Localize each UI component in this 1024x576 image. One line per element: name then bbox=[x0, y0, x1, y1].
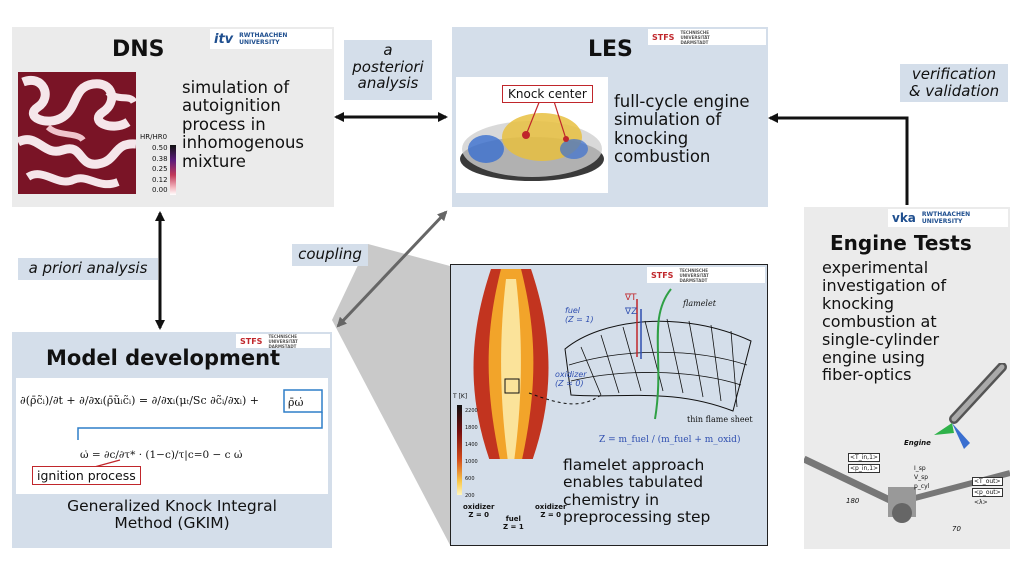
les-description: full-cycle engine simulation of knocking… bbox=[614, 92, 750, 167]
probe-pcyl: p_cyl bbox=[914, 483, 930, 490]
model-logo: STFS TECHNISCHE UNIVERSITÄT DARMSTADT bbox=[236, 333, 330, 349]
flamelet-curve-label: flamelet bbox=[683, 299, 716, 308]
dns-tick: 0.50 bbox=[152, 144, 168, 152]
dimension-180: 180 bbox=[846, 497, 860, 505]
coupling-wedge bbox=[332, 244, 450, 545]
dns-field-image bbox=[18, 72, 136, 194]
coupling-label: coupling bbox=[292, 244, 368, 266]
tud-logo-text: TECHNISCHE UNIVERSITÄT DARMSTADT bbox=[679, 267, 709, 283]
bottom-oxidizer-right: oxidizer Z = 0 bbox=[535, 503, 567, 520]
stfs-logo-text: STFS bbox=[651, 270, 674, 280]
probe-t-out: <T_out> bbox=[972, 477, 1003, 486]
temperature-colorbar-ticks: 2200 1800 1400 1000 600 200 bbox=[465, 403, 478, 505]
engine-label: Engine bbox=[904, 439, 931, 447]
arrow-engine-les bbox=[768, 113, 909, 205]
ignition-process-label: ignition process bbox=[32, 466, 141, 485]
flamelet-fuel-label: fuel (Z = 1) bbox=[565, 306, 594, 324]
probe-p-in: <p_in,1> bbox=[848, 464, 881, 473]
tud-logo-text: TECHNISCHE UNIVERSITÄT DARMSTADT bbox=[268, 333, 298, 349]
probe-t-in: <T_in,1> bbox=[848, 453, 880, 462]
flamelet-graphic bbox=[473, 269, 752, 459]
dns-logo: itv RWTHAACHEN UNIVERSITY bbox=[210, 29, 332, 49]
model-title: Model development bbox=[46, 346, 281, 370]
tud-logo-text: TECHNISCHE UNIVERSITÄT DARMSTADT bbox=[680, 29, 710, 45]
bottom-fuel: fuel Z = 1 bbox=[503, 515, 524, 532]
model-caption: Generalized Knock Integral Method (GKIM) bbox=[67, 497, 277, 533]
engine-title: Engine Tests bbox=[830, 231, 972, 255]
dns-colorbar bbox=[170, 145, 176, 195]
dns-colorbar-label: HR/HR0 bbox=[140, 133, 168, 141]
dns-tick: 0.00 bbox=[152, 186, 168, 194]
flamelet-logo: STFS TECHNISCHE UNIVERSITÄT DARMSTADT bbox=[647, 267, 765, 283]
grad-t-label: ∇T bbox=[625, 293, 637, 303]
vka-logo-text: vka bbox=[892, 211, 916, 225]
temperature-colorbar-unit: T [K] bbox=[453, 393, 468, 400]
dns-tick: 0.12 bbox=[152, 175, 168, 184]
thin-flame-sheet-label: thin flame sheet bbox=[687, 415, 753, 424]
les-panel: STFS TECHNISCHE UNIVERSITÄT DARMSTADT LE… bbox=[452, 27, 768, 207]
model-panel: STFS TECHNISCHE UNIVERSITÄT DARMSTADT Mo… bbox=[12, 332, 332, 548]
les-logo: STFS TECHNISCHE UNIVERSITÄT DARMSTADT bbox=[648, 29, 766, 45]
temp-tick: 200 bbox=[465, 493, 475, 499]
engine-panel: vka RWTHAACHEN UNIVERSITY Engine Tests e… bbox=[804, 207, 1010, 549]
svg-text:ω̇ = ∂c/∂τ* · (1−c)/τ|c=0 − c: ω̇ = ∂c/∂τ* · (1−c)/τ|c=0 − c ω̇ bbox=[80, 448, 243, 462]
grad-z-label: ∇Z bbox=[625, 307, 638, 317]
a-posteriori-label: a posteriori analysis bbox=[344, 40, 432, 100]
verification-label: verification & validation bbox=[900, 64, 1008, 102]
knock-center-label: Knock center bbox=[502, 85, 593, 103]
temp-tick: 1000 bbox=[465, 459, 478, 465]
itv-logo-text: itv bbox=[214, 31, 234, 47]
dns-title: DNS bbox=[112, 37, 165, 62]
temp-tick: 1400 bbox=[465, 442, 478, 448]
svg-text:∂(ρ̄c̃ᵢ)/∂t + ∂/∂xᵢ(ρ̄ũᵢc̃ᵢ) =: ∂(ρ̄c̃ᵢ)/∂t + ∂/∂xᵢ(ρ̄ũᵢc̃ᵢ) = ∂/∂xᵢ(μₜ/… bbox=[20, 394, 259, 407]
dns-description: simulation of autoignition process in in… bbox=[182, 78, 304, 171]
les-title: LES bbox=[588, 37, 633, 62]
dimension-70: 70 bbox=[952, 525, 961, 533]
a-priori-label: a priori analysis bbox=[18, 258, 158, 280]
temp-tick: 1800 bbox=[465, 425, 478, 431]
engine-description: experimental investigation of knocking c… bbox=[822, 258, 947, 385]
temp-tick: 2200 bbox=[465, 408, 478, 414]
probe-p-out: <p_out> bbox=[972, 488, 1003, 497]
dns-colorbar-ticks: 0.50 0.38 0.25 0.12 0.00 bbox=[152, 143, 168, 196]
probe-vsp: V_sp bbox=[914, 474, 929, 481]
arrow-coupling bbox=[336, 210, 448, 328]
flamelet-description: flamelet approach enables tabulated chem… bbox=[563, 456, 711, 527]
svg-text:ρ̄ω̇: ρ̄ω̇ bbox=[288, 396, 303, 409]
mixture-fraction-formula: Z = m_fuel / (m_fuel + m_oxid) bbox=[599, 435, 741, 445]
engine-test-rig-image bbox=[804, 363, 1010, 523]
probe-isp: I_sp bbox=[914, 465, 926, 472]
dns-tick: 0.38 bbox=[152, 154, 168, 163]
dns-panel: itv RWTHAACHEN UNIVERSITY DNS HR/HR0 0.5… bbox=[12, 27, 334, 207]
flamelet-panel: STFS TECHNISCHE UNIVERSITÄT DARMSTADT fu… bbox=[450, 264, 768, 546]
dns-tick: 0.25 bbox=[152, 165, 168, 173]
temperature-colorbar bbox=[457, 405, 462, 495]
temp-tick: 600 bbox=[465, 476, 475, 482]
les-engine-image bbox=[456, 77, 608, 193]
stfs-logo-text: STFS bbox=[240, 336, 263, 346]
engine-logo: vka RWTHAACHEN UNIVERSITY bbox=[888, 209, 1008, 227]
rwth-logo-text: RWTHAACHEN UNIVERSITY bbox=[239, 32, 288, 46]
probe-lambda: <λ> bbox=[974, 499, 988, 506]
rwth-logo-text: RWTHAACHEN UNIVERSITY bbox=[921, 211, 971, 225]
stfs-logo-text: STFS bbox=[652, 32, 675, 42]
bottom-oxidizer-left: oxidizer Z = 0 bbox=[463, 503, 495, 520]
flamelet-oxidizer-label: oxidizer (Z = 0) bbox=[555, 370, 587, 388]
